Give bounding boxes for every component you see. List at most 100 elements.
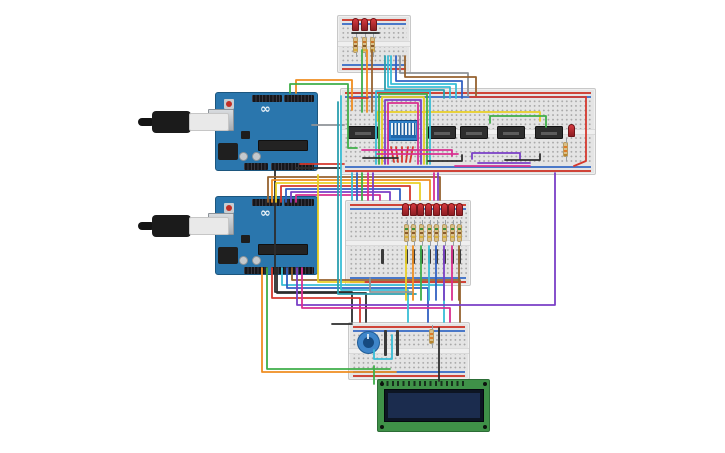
wire[interactable] — [378, 93, 428, 165]
wire[interactable] — [267, 176, 441, 203]
resistor-band — [412, 232, 415, 234]
lcd-16x2-module[interactable] — [377, 379, 490, 432]
wire[interactable] — [317, 174, 365, 283]
logic-ic-chip[interactable] — [460, 126, 488, 139]
usb-cable-connector[interactable] — [189, 113, 229, 131]
logic-ic-chip[interactable] — [497, 126, 525, 139]
red-led[interactable] — [448, 203, 455, 216]
usb-cable-plug[interactable] — [152, 111, 191, 133]
usb-cable-plug[interactable] — [152, 215, 191, 237]
wire[interactable] — [390, 55, 457, 99]
resistor-band — [354, 45, 357, 47]
wire[interactable] — [340, 95, 409, 323]
red-led[interactable] — [361, 18, 368, 31]
usb-cable[interactable] — [138, 222, 155, 230]
wire[interactable] — [289, 83, 358, 149]
wire[interactable] — [373, 334, 393, 360]
red-led[interactable] — [441, 203, 448, 216]
resistor[interactable] — [427, 220, 432, 246]
power-jack — [218, 143, 238, 160]
reset-button[interactable] — [224, 99, 234, 109]
wire[interactable] — [281, 267, 445, 323]
wire[interactable] — [266, 267, 391, 370]
wire[interactable] — [395, 55, 463, 99]
usb-cable-connector[interactable] — [189, 217, 229, 235]
resistor-band — [371, 41, 374, 43]
red-led[interactable] — [417, 203, 424, 216]
resistor[interactable] — [419, 220, 424, 246]
wire[interactable] — [427, 154, 463, 162]
wire[interactable] — [381, 96, 425, 165]
wire[interactable] — [280, 185, 411, 203]
wire[interactable] — [387, 102, 419, 165]
resistor[interactable] — [353, 33, 358, 57]
wire[interactable] — [573, 96, 587, 167]
logic-ic-chip[interactable] — [428, 126, 456, 139]
resistor[interactable] — [411, 220, 416, 246]
logic-ic-chip[interactable] — [535, 126, 563, 139]
wire[interactable] — [275, 182, 421, 203]
red-led[interactable] — [433, 203, 440, 216]
resistor[interactable] — [434, 220, 439, 246]
usb-cable[interactable] — [138, 118, 155, 126]
wire[interactable] — [489, 115, 547, 128]
resistor-band — [363, 41, 366, 43]
wire[interactable] — [387, 55, 451, 99]
resistor[interactable] — [563, 138, 568, 161]
resistor-band — [458, 228, 461, 230]
red-led[interactable] — [410, 203, 417, 216]
jumper-pin[interactable] — [381, 249, 384, 264]
wire[interactable] — [285, 188, 401, 203]
potentiometer-knob[interactable] — [363, 337, 374, 348]
atmega-chip — [258, 140, 308, 151]
wire[interactable] — [375, 90, 431, 165]
wire[interactable] — [404, 55, 477, 97]
resistor-band — [564, 150, 567, 152]
wire[interactable] — [399, 55, 469, 97]
resistor-band — [430, 337, 433, 339]
wire[interactable] — [261, 267, 397, 373]
lcd-screen — [384, 389, 484, 422]
wire[interactable] — [274, 169, 353, 323]
wire[interactable] — [271, 179, 431, 203]
jumper-pin[interactable] — [384, 330, 387, 356]
red-led[interactable] — [402, 203, 409, 216]
wire[interactable] — [384, 55, 445, 99]
red-led[interactable] — [425, 203, 432, 216]
wire[interactable] — [291, 267, 461, 323]
potentiometer[interactable] — [357, 331, 380, 354]
resistor[interactable] — [457, 220, 462, 246]
capacitor — [239, 152, 248, 161]
resistor-band — [405, 232, 408, 234]
red-led[interactable] — [456, 203, 463, 216]
resistor[interactable] — [404, 220, 409, 246]
wire[interactable] — [369, 277, 413, 293]
jumper-pin[interactable] — [396, 330, 399, 356]
wire[interactable] — [295, 79, 353, 111]
wire[interactable] — [271, 267, 361, 323]
red-led[interactable] — [568, 124, 575, 137]
voltage-regulator — [241, 131, 250, 139]
ic-label — [354, 132, 372, 135]
wire[interactable] — [296, 172, 556, 306]
dip-switch-toggles[interactable] — [391, 123, 416, 135]
red-led[interactable] — [352, 18, 359, 31]
resistor[interactable] — [362, 33, 367, 57]
resistor[interactable] — [429, 325, 434, 348]
reset-button[interactable] — [224, 203, 234, 213]
wire[interactable] — [384, 99, 422, 165]
wire[interactable] — [471, 152, 521, 160]
red-led[interactable] — [370, 18, 377, 31]
resistor-band — [458, 232, 461, 234]
rail-negative — [353, 330, 465, 332]
resistor[interactable] — [450, 220, 455, 246]
rail-positive — [342, 68, 406, 70]
wire[interactable] — [301, 267, 451, 323]
wire[interactable] — [337, 101, 417, 295]
rail-positive — [345, 170, 591, 172]
resistor-band — [363, 49, 366, 51]
ic-label — [503, 132, 519, 135]
resistor[interactable] — [442, 220, 447, 246]
wire[interactable] — [504, 153, 541, 161]
rail-negative — [342, 64, 406, 66]
